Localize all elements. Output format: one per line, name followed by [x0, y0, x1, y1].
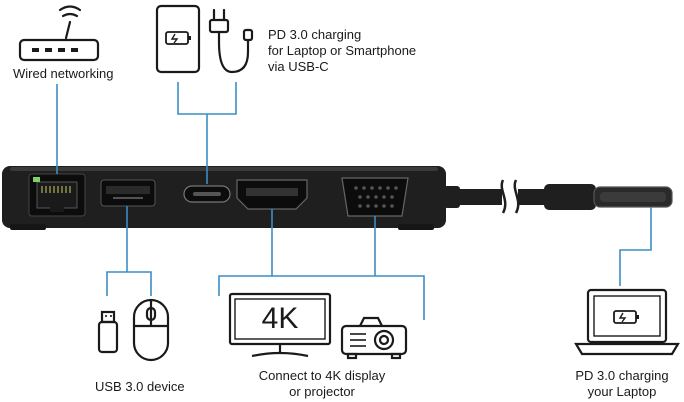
label-display: Connect to 4K display or projector [252, 368, 392, 400]
cable-break-icon [500, 179, 520, 214]
usb-a-port [100, 179, 156, 207]
connector-lines [56, 82, 652, 320]
hub-top-edge [10, 167, 438, 171]
monitor-4k-text: 4K [261, 302, 299, 335]
label-display-line-1: Connect to 4K display [258, 368, 386, 383]
smartphone-icon [155, 4, 201, 74]
label-pd-laptop-line-2: your Laptop [587, 384, 657, 399]
router-icon [18, 5, 100, 62]
mouse-icon [132, 298, 170, 362]
usb-c-cable [444, 179, 673, 214]
usb-stick-icon [97, 310, 119, 354]
laptop-battery-charging-icon [613, 310, 639, 324]
label-pd-phone-line-3: via USB-C [268, 59, 329, 74]
projector-icon [340, 316, 408, 360]
line-laptop [619, 207, 652, 286]
label-display-line-2: or projector [289, 384, 355, 399]
vga-port [341, 177, 409, 217]
laptop-icon [574, 288, 680, 356]
line-usb-a-branch [106, 271, 152, 296]
ethernet-led [33, 177, 40, 182]
hdmi-port [236, 179, 308, 210]
label-pd-laptop-line-1: PD 3.0 charging [575, 368, 669, 383]
label-usb-device: USB 3.0 device [95, 379, 185, 394]
label-pd-phone: PD 3.0 charging for Laptop or Smartphone… [268, 27, 416, 75]
hub-foot-right [398, 224, 434, 230]
line-display-branch [218, 275, 425, 320]
label-wired-networking: Wired networking [13, 66, 114, 81]
battery-charging-icon [165, 31, 191, 45]
monitor-icon [228, 292, 332, 358]
usb-c-port [183, 185, 231, 203]
charging-cable-icon [208, 8, 254, 74]
ethernet-port [28, 173, 86, 217]
label-pd-phone-line-2: for Laptop or Smartphone [268, 43, 417, 58]
hub-foot-left [10, 224, 46, 230]
label-pd-phone-line-1: PD 3.0 charging [268, 27, 362, 42]
line-usb-c [177, 82, 237, 115]
label-pd-laptop: PD 3.0 charging your Laptop [565, 368, 679, 400]
